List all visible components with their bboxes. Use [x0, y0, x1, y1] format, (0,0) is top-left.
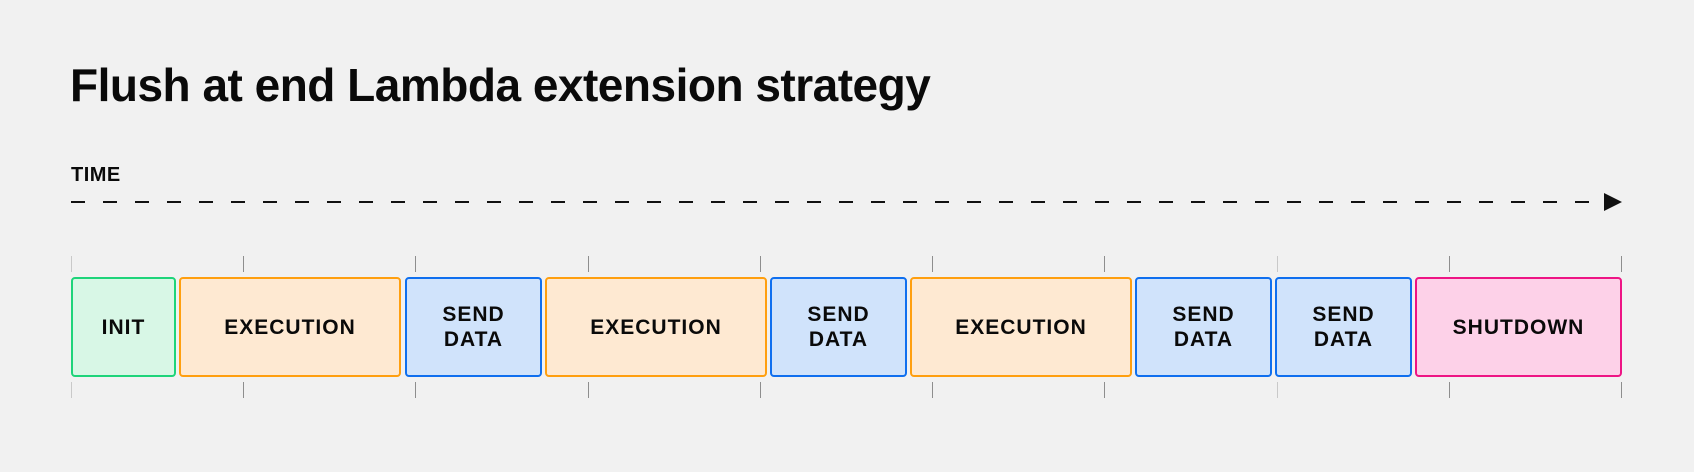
tick-mark — [932, 256, 933, 272]
phase-label: EXECUTION — [955, 315, 1087, 340]
tick-mark — [588, 256, 589, 272]
tick-mark — [1104, 256, 1105, 272]
phase-block-execution: EXECUTION — [179, 277, 401, 377]
phase-label-line: DATA — [443, 328, 504, 351]
arrow-right-icon — [1604, 193, 1622, 211]
tick-mark — [1621, 256, 1622, 272]
tick-mark — [415, 382, 416, 398]
phase-block-execution: EXECUTION — [910, 277, 1132, 377]
tick-mark — [71, 256, 72, 272]
time-axis-dashed-line — [71, 201, 1601, 203]
phase-label-line: EXECUTION — [955, 315, 1087, 339]
phase-label-line: SEND — [807, 303, 870, 326]
phase-label: EXECUTION — [590, 315, 722, 340]
phase-label-line: INIT — [101, 315, 146, 339]
phase-label: EXECUTION — [224, 315, 356, 340]
phase-label-line: EXECUTION — [590, 315, 722, 339]
tick-mark — [1277, 382, 1278, 398]
tick-mark — [932, 382, 933, 398]
phase-block-execution: EXECUTION — [545, 277, 767, 377]
tick-mark — [243, 382, 244, 398]
phase-label-line: EXECUTION — [224, 315, 356, 339]
phase-block-init: INIT — [71, 277, 176, 377]
phase-label: INIT — [102, 315, 146, 340]
phase-label-line: DATA — [808, 328, 869, 351]
diagram-title: Flush at end Lambda extension strategy — [70, 59, 931, 111]
tick-mark — [1104, 382, 1105, 398]
tick-mark — [588, 382, 589, 398]
tick-mark — [71, 382, 72, 398]
phase-label: SHUTDOWN — [1453, 315, 1585, 340]
tick-mark — [760, 256, 761, 272]
phase-label-line: SEND — [442, 303, 505, 326]
tick-mark — [415, 256, 416, 272]
phase-label-line: SHUTDOWN — [1452, 315, 1585, 339]
tick-mark — [1621, 382, 1622, 398]
phase-label-line: SEND — [1172, 303, 1235, 326]
phase-block-shutdown: SHUTDOWN — [1415, 277, 1622, 377]
tick-mark — [1449, 382, 1450, 398]
phase-label-line: SEND — [1312, 303, 1375, 326]
tick-mark — [243, 256, 244, 272]
tick-mark — [1449, 256, 1450, 272]
time-axis-label: TIME — [71, 164, 121, 186]
phase-label-line: DATA — [1173, 328, 1234, 351]
phase-label-line: DATA — [1313, 328, 1374, 351]
time-axis-start — [71, 201, 77, 203]
tick-mark — [760, 382, 761, 398]
tick-mark — [1277, 256, 1278, 272]
